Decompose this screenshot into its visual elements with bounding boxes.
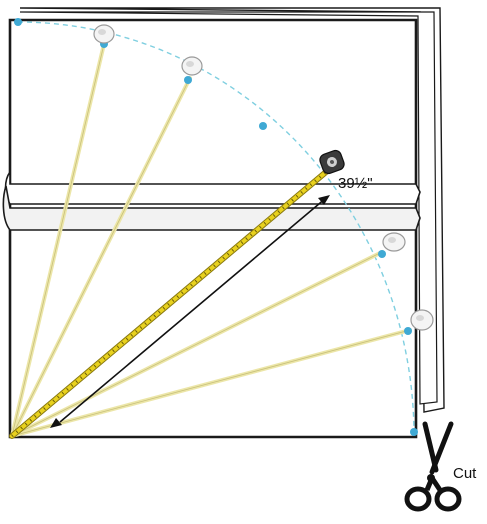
scissors-icon xyxy=(404,421,462,512)
pin-icon xyxy=(382,232,406,252)
pins xyxy=(93,24,434,331)
guide-dot xyxy=(184,76,192,84)
fabric-layer-middle xyxy=(19,11,438,405)
cut-label: Cut xyxy=(453,465,477,482)
guide-dot xyxy=(410,428,418,436)
fold-band xyxy=(2,169,421,231)
guide-dots xyxy=(14,18,418,436)
guide-dot xyxy=(378,250,386,258)
pin-icon xyxy=(410,309,434,331)
measurement-arrow xyxy=(50,195,330,428)
guide-dot xyxy=(259,122,267,130)
guide-dot xyxy=(404,327,412,335)
pin-icon xyxy=(93,24,115,44)
guide-dot xyxy=(14,18,22,26)
fabric-layers xyxy=(19,7,445,413)
measurement-label: 39½" xyxy=(338,175,373,192)
tape-case-icon xyxy=(319,149,345,175)
tape-measure-icon xyxy=(9,169,329,439)
fabric-layer-back xyxy=(19,7,445,413)
pin-icon xyxy=(181,56,203,76)
